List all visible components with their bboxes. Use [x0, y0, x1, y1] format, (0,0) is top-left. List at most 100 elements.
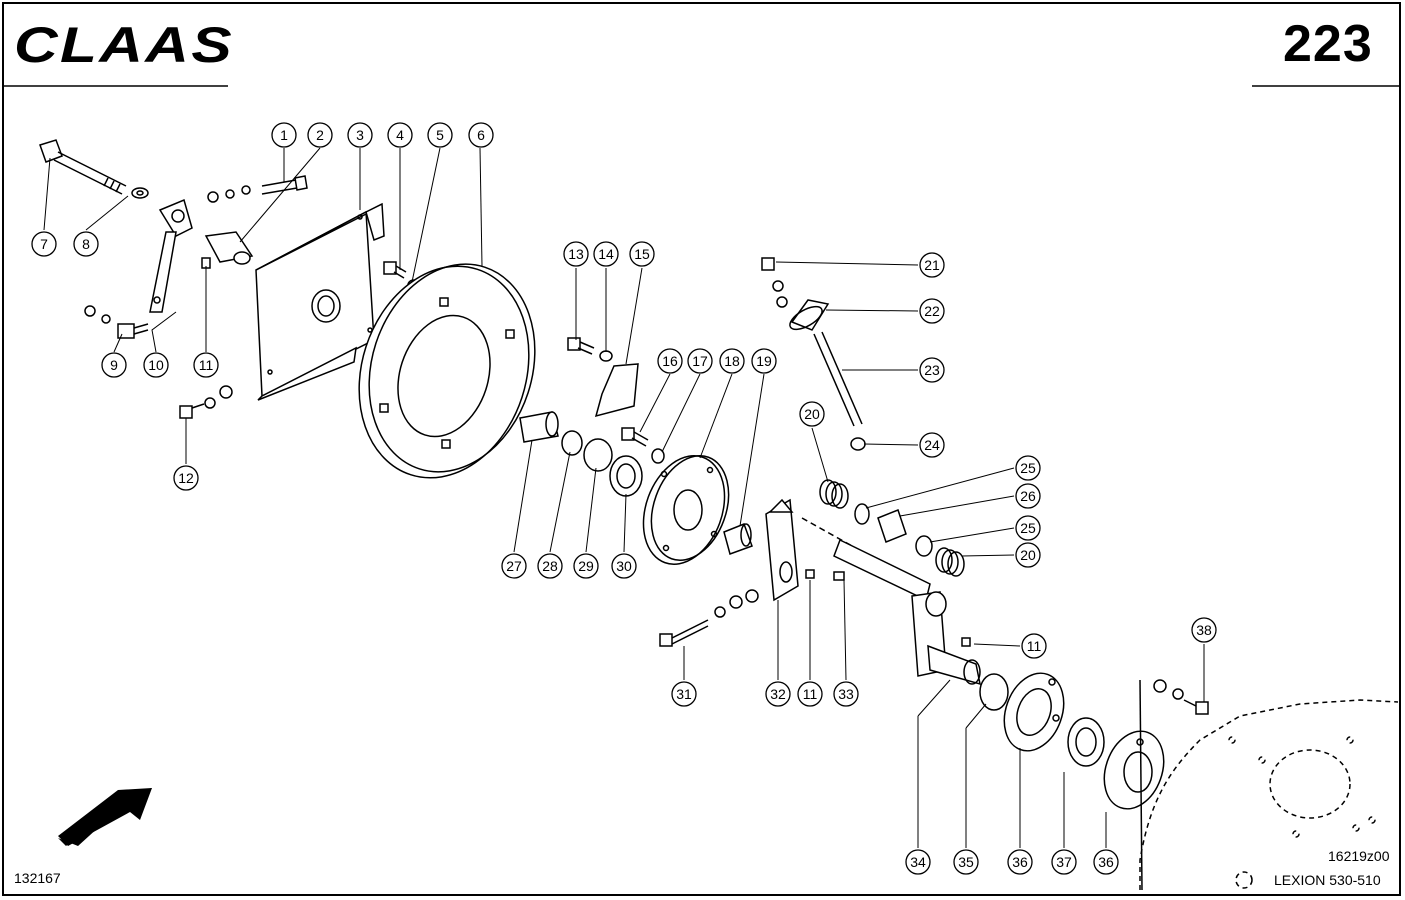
svg-text:15: 15: [634, 246, 650, 262]
svg-text:10: 10: [148, 357, 164, 373]
svg-text:11: 11: [803, 686, 818, 702]
svg-text:8: 8: [82, 236, 90, 252]
svg-text:29: 29: [578, 558, 594, 574]
callout-30: 30: [611, 553, 637, 579]
bolt-12: [179, 385, 233, 419]
support-32: [765, 498, 799, 602]
svg-text:6: 6: [477, 127, 485, 143]
bushing-2: [204, 231, 254, 265]
callout-36b: 36: [1093, 849, 1119, 875]
svg-text:25: 25: [1020, 520, 1036, 536]
callout-5: 5: [427, 122, 453, 148]
ring-29: [583, 438, 613, 472]
part-drawings: [39, 139, 1399, 891]
svg-text:30: 30: [616, 558, 632, 574]
washer-14: [599, 350, 613, 362]
callout-11a: 11: [193, 352, 219, 378]
svg-text:33: 33: [838, 686, 854, 702]
bolt-38: [1153, 679, 1209, 715]
bracket-plate-3: [255, 202, 385, 401]
key-33: [833, 571, 845, 581]
svg-text:37: 37: [1056, 854, 1072, 870]
callout-37: 37: [1051, 849, 1077, 875]
spring-20-bottom: [935, 547, 965, 577]
callout-35: 35: [953, 849, 979, 875]
callout-12: 12: [173, 465, 199, 491]
callout-18: 18: [719, 348, 745, 374]
callout-33: 33: [833, 681, 859, 707]
model-name: LEXION 530-510: [1274, 872, 1381, 888]
bolt-9: [117, 323, 149, 339]
callout-38: 38: [1191, 617, 1217, 643]
bolt-1: [261, 175, 308, 195]
direction-arrow-body: [58, 788, 152, 846]
nut-24: [850, 437, 866, 451]
bearing-30: [609, 455, 643, 497]
svg-text:36: 36: [1098, 854, 1114, 870]
svg-text:20: 20: [1020, 547, 1036, 563]
svg-text:CLAAS: CLAAS: [14, 22, 234, 68]
bearing-37: [1067, 717, 1105, 767]
callout-23: 23: [919, 357, 945, 383]
callout-6: 6: [468, 122, 494, 148]
svg-text:27: 27: [506, 558, 522, 574]
callout-7: 7: [31, 231, 57, 257]
callout-26: 26: [1015, 483, 1041, 509]
bolt-7: [39, 139, 127, 195]
svg-text:35: 35: [958, 854, 974, 870]
drawing-number: 16219z00: [1328, 848, 1390, 864]
callout-11c: 11: [797, 681, 823, 707]
flange-18: [642, 455, 730, 565]
small-nuts-near-10: [84, 185, 251, 324]
svg-text:12: 12: [178, 470, 194, 486]
bolt-4: [383, 261, 407, 279]
callout-36a: 36: [1007, 849, 1033, 875]
shaft-stub-27: [519, 411, 559, 443]
svg-text:25: 25: [1020, 460, 1036, 476]
callout-32: 32: [765, 681, 791, 707]
callout-10: 10: [143, 352, 169, 378]
circlip-28: [561, 430, 583, 456]
ring-25-bottom: [915, 535, 933, 557]
washer-17: [651, 448, 665, 464]
ring-25-top: [854, 503, 870, 525]
disc-6: [358, 263, 536, 479]
callout-25b: 25: [1015, 515, 1041, 541]
axis-line: [1139, 679, 1143, 891]
svg-text:13: 13: [568, 246, 584, 262]
svg-text:22: 22: [924, 303, 940, 319]
callout-20b: 20: [1015, 542, 1041, 568]
callout-1: 1: [271, 122, 297, 148]
bolt-31: [659, 589, 759, 647]
callout-27: 27: [501, 553, 527, 579]
svg-text:4: 4: [396, 127, 404, 143]
svg-text:18: 18: [724, 353, 740, 369]
page-number: 223: [1283, 15, 1373, 73]
svg-text:21: 21: [924, 257, 940, 273]
callout-17: 17: [687, 348, 713, 374]
plate-36-right: [1103, 730, 1165, 810]
callout-16: 16: [657, 348, 683, 374]
svg-text:3: 3: [356, 127, 364, 143]
callout-9: 9: [101, 352, 127, 378]
leader-lines: [43, 147, 1205, 848]
shim-15: [594, 363, 639, 418]
svg-text:7: 7: [40, 236, 48, 252]
svg-text:28: 28: [542, 558, 558, 574]
callout-20a: 20: [799, 401, 825, 427]
claas-logo: CLAAS: [14, 22, 234, 68]
svg-text:26: 26: [1020, 488, 1036, 504]
svg-text:38: 38: [1196, 622, 1212, 638]
document-number: 132167: [14, 870, 61, 886]
machine-wall: [1139, 699, 1399, 890]
svg-text:11: 11: [199, 357, 214, 373]
callout-15: 15: [629, 241, 655, 267]
spring-20-top: [819, 479, 849, 509]
cap-22: [789, 299, 830, 331]
callout-28: 28: [537, 553, 563, 579]
ring-35: [979, 673, 1009, 711]
callout-24: 24: [919, 432, 945, 458]
callout-29: 29: [573, 553, 599, 579]
